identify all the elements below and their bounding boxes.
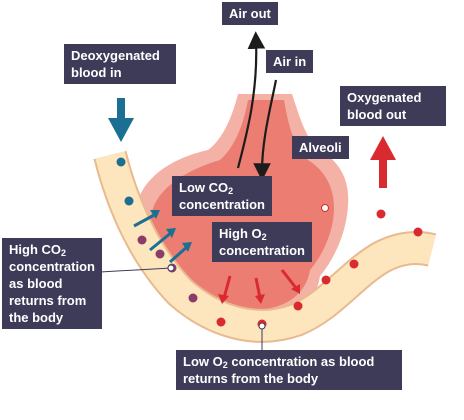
oxygenated-cell — [216, 317, 226, 327]
air-in-arrow — [253, 79, 278, 181]
low-o2-label: Low O2 concentration as blood returns fr… — [176, 350, 402, 390]
air-out-label: Air out — [222, 2, 278, 25]
mixed-cell — [188, 293, 198, 303]
air-in-label: Air in — [266, 50, 314, 73]
high-o2-label: High O2 concentration — [212, 222, 312, 262]
high-co2-leader — [99, 267, 172, 273]
oxygenated-cell — [293, 301, 303, 311]
capillary — [93, 150, 437, 343]
air-out-arrow — [236, 31, 266, 169]
blood-in-arrow — [108, 98, 134, 142]
oxygenated-cell — [376, 209, 386, 219]
alveoli-label: Alveoli — [292, 136, 349, 159]
oxygenated-cell — [413, 227, 423, 237]
deoxygenated-cell — [124, 196, 134, 206]
high-co2-label: High CO2 concentration as blood returns … — [2, 238, 102, 329]
oxygenated-cell — [321, 275, 331, 285]
co2-diffusion-arrows — [133, 210, 192, 264]
oxygenated-cell — [349, 259, 359, 269]
mixed-cell — [155, 249, 165, 259]
low-co2-label: Low CO2 concentration — [172, 176, 272, 216]
deoxygenated-blood-in-label: Deoxygenated blood in — [64, 44, 176, 84]
alveolus-marker — [321, 204, 329, 212]
deoxygenated-cell — [116, 157, 126, 167]
oxygenated-blood-out-label: Oxygenated blood out — [340, 86, 446, 126]
o2-diffusion-arrows — [218, 269, 300, 304]
mixed-cell — [137, 235, 147, 245]
blood-out-arrow — [370, 136, 396, 188]
